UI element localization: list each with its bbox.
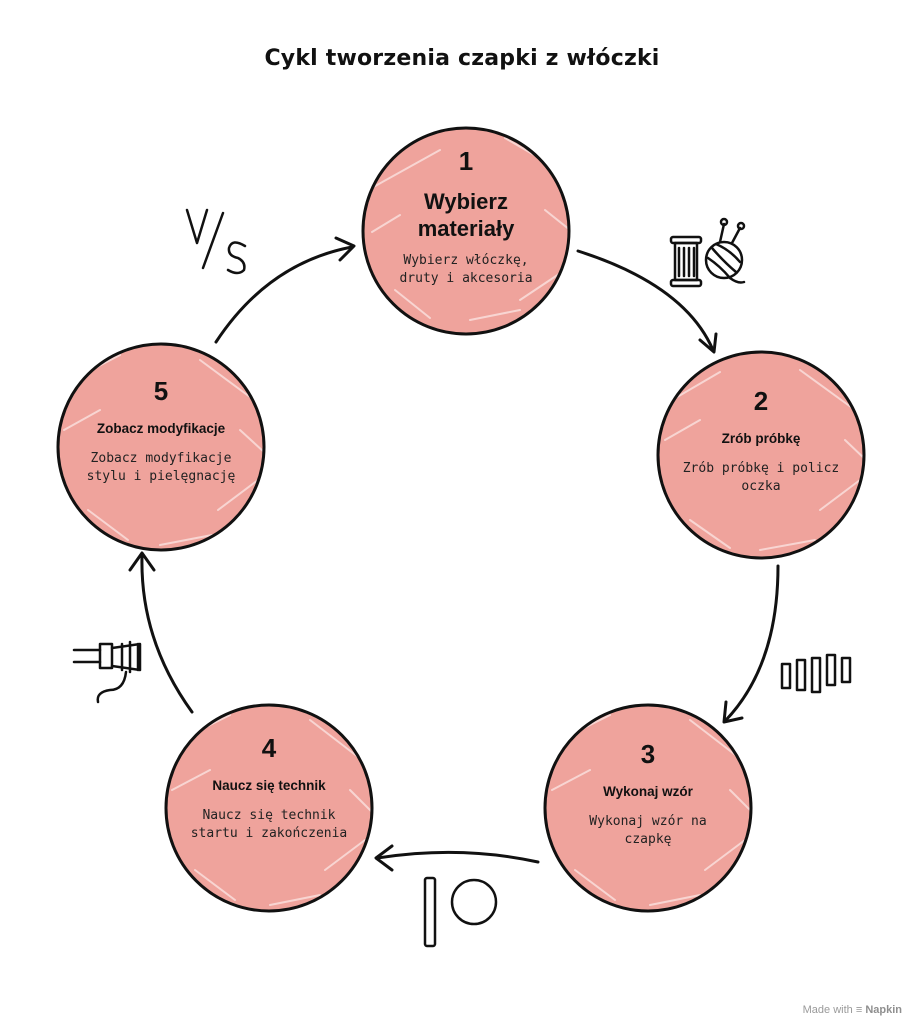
arrow-5-to-1	[214, 236, 356, 344]
arrow-2-to-3	[722, 564, 780, 724]
bars-icon	[780, 653, 852, 694]
vs-icon	[185, 208, 247, 275]
footer-brand: Napkin	[865, 1004, 902, 1016]
thread-and-yarn-icon	[669, 217, 746, 288]
footer-prefix: Made with	[802, 1004, 853, 1016]
made-with-footer: Made with ≡ Napkin	[803, 1004, 902, 1016]
step-circle-2	[656, 350, 866, 560]
step-circle-5	[56, 342, 266, 552]
plug-cable-icon	[72, 640, 142, 704]
knitting-pattern-icon	[423, 876, 498, 948]
step-circle-1	[361, 126, 571, 336]
napkin-logo-icon: ≡	[855, 1004, 863, 1016]
arrow-4-to-5	[128, 551, 194, 714]
step-circle-3	[543, 703, 753, 913]
arrow-1-to-2	[576, 249, 718, 354]
step-circle-4	[164, 703, 374, 913]
diagram-title: Cykl tworzenia czapki z włóczki	[264, 46, 660, 71]
arrow-3-to-4	[374, 844, 540, 872]
